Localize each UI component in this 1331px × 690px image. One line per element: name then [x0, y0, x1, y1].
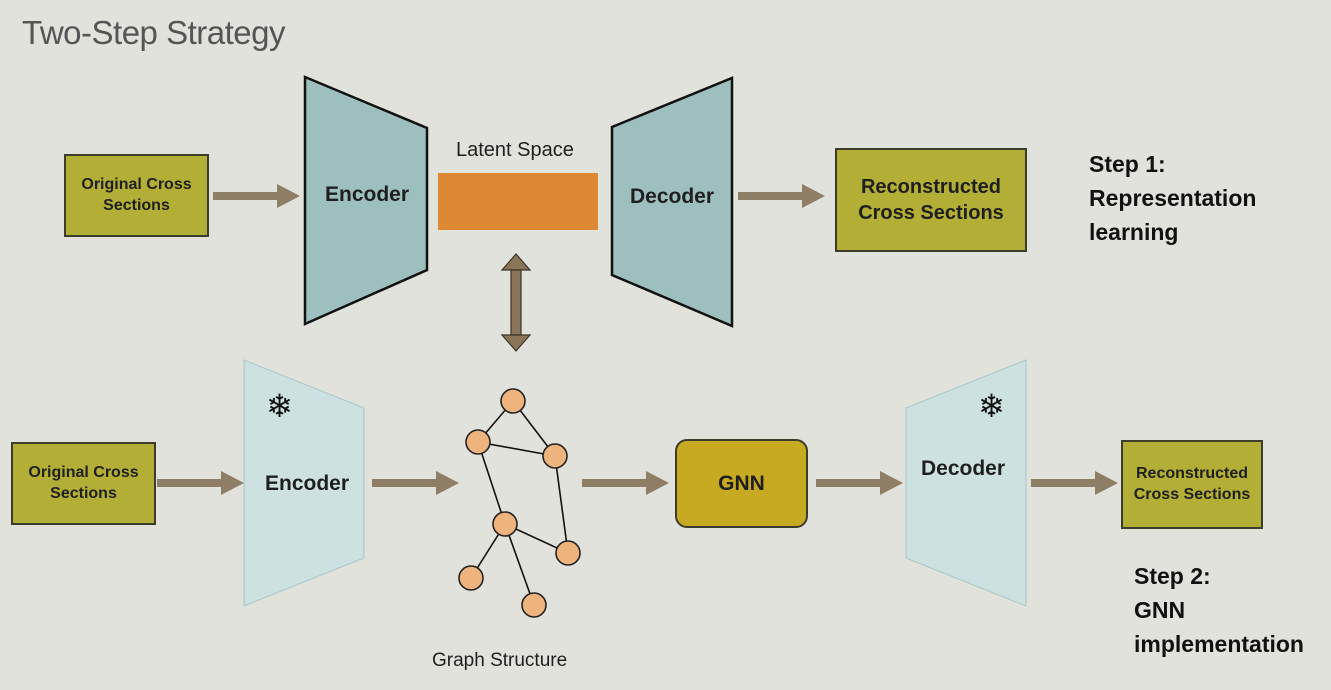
graph-structure-label: Graph Structure [432, 650, 568, 671]
step1-desc-line2: learning [1089, 219, 1179, 245]
graph-node [458, 565, 484, 591]
step2-decoder-shape [905, 359, 1027, 607]
step2-output-label: Reconstructed Cross Sections [1133, 464, 1251, 503]
snowflake-icon: ❄ [266, 388, 293, 424]
gnn-label: GNN [718, 471, 765, 495]
graph-edge [477, 441, 506, 525]
step1-input-box: Original Cross Sections [64, 154, 209, 237]
step1-output-box: Reconstructed Cross Sections [835, 148, 1027, 252]
step1-input-label: Original Cross Sections [81, 175, 192, 214]
arrow-input-to-encoder-2 [157, 471, 244, 495]
double-arrow-latent-graph [500, 253, 532, 352]
step1-desc-line1: Representation [1089, 185, 1257, 211]
step1-description: Step 1: Representation learning [1089, 147, 1256, 249]
arrow-graph-to-gnn [582, 471, 669, 495]
graph-node [500, 388, 526, 414]
graph-edge [554, 455, 569, 554]
step2-input-box: Original Cross Sections [11, 442, 156, 525]
graph-edge [477, 441, 556, 457]
step2-encoder-shape [243, 359, 365, 607]
step2-desc-line1: GNN [1134, 597, 1186, 623]
arrow-gnn-to-decoder [816, 471, 903, 495]
step1-output-label: Reconstructed Cross Sections [858, 176, 1004, 224]
step1-encoder-label: Encoder [325, 183, 410, 206]
arrow-encoder-to-graph [372, 471, 459, 495]
step2-desc-line2: implementation [1134, 631, 1304, 657]
graph-structure [458, 388, 581, 618]
snowflake-icon: ❄ [978, 388, 1005, 424]
graph-node [555, 540, 581, 566]
arrow-decoder-to-output-2 [1031, 471, 1118, 495]
latent-space-block [438, 173, 598, 230]
graph-edge [504, 523, 535, 606]
step2-description: Step 2: GNN implementation [1134, 559, 1304, 661]
step2-input-label: Original Cross Sections [28, 463, 139, 502]
step2-encoder-label: Encoder [265, 472, 350, 495]
step1-decoder-label: Decoder [630, 185, 715, 208]
step2-decoder-label: Decoder [921, 457, 1006, 480]
graph-node [521, 592, 547, 618]
page-title: Two-Step Strategy [22, 14, 285, 51]
gnn-box: GNN [675, 439, 808, 528]
graph-node [542, 443, 568, 469]
graph-node [465, 429, 491, 455]
arrow-input-to-encoder-1 [213, 184, 300, 208]
step1-encoder-shape [303, 75, 429, 326]
graph-node [492, 511, 518, 537]
step2-output-box: Reconstructed Cross Sections [1121, 440, 1263, 529]
arrow-decoder-to-output-1 [738, 184, 825, 208]
step2-title: Step 2: [1134, 563, 1211, 589]
latent-space-label: Latent Space [456, 139, 574, 161]
step1-title: Step 1: [1089, 151, 1166, 177]
step1-decoder-shape [610, 76, 734, 328]
